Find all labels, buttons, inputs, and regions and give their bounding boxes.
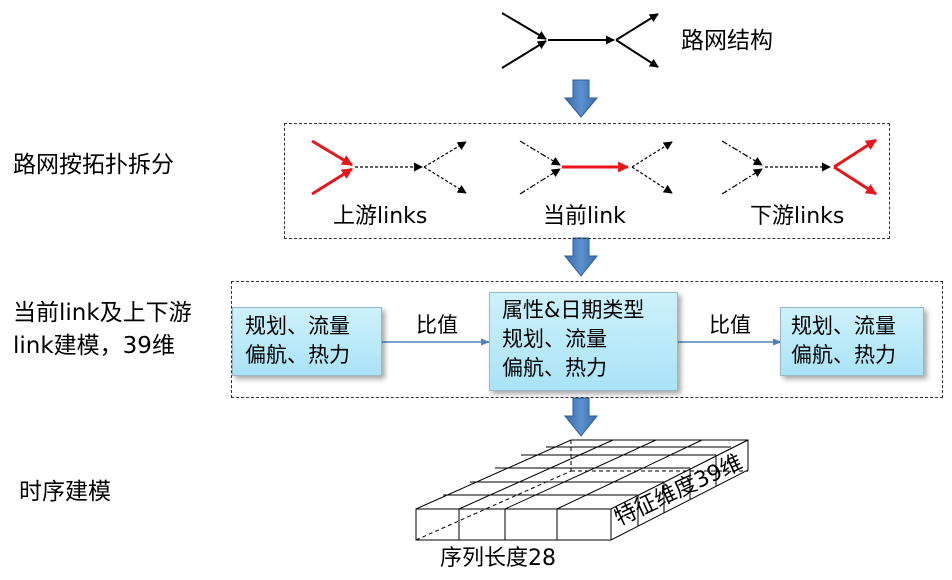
feature-model-panel bbox=[231, 281, 943, 398]
downstream-links-label: 下游links bbox=[750, 204, 845, 229]
downstream-links-graph bbox=[721, 138, 877, 196]
upstream-feature-box: 规划、流量 偏航、热力 bbox=[232, 307, 382, 376]
road-structure-label: 路网结构 bbox=[681, 28, 773, 54]
downstream-feature-line-1: 规划、流量 bbox=[791, 314, 896, 338]
current-feature-line-2: 规划、流量 bbox=[502, 326, 607, 351]
current-link-graph bbox=[519, 140, 673, 195]
sequence-tensor bbox=[415, 439, 749, 541]
downstream-feature-line-2: 偏航、热力 bbox=[791, 342, 896, 367]
stage-label-model-line2: link建模，39维 bbox=[13, 333, 175, 359]
stage-label-model-line1: 当前link及上下游 bbox=[13, 300, 192, 326]
current-feature-box: 属性&日期类型 规划、流量 偏航、热力 bbox=[489, 292, 678, 391]
upstream-links-label: 上游links bbox=[333, 204, 428, 229]
current-feature-line-3: 偏航、热力 bbox=[502, 355, 607, 380]
down-arrow-3 bbox=[563, 397, 599, 437]
current-feature-line-1: 属性&日期类型 bbox=[502, 298, 645, 322]
road-structure-graph bbox=[501, 12, 659, 69]
upstream-links-graph bbox=[311, 139, 467, 196]
stage-label-temporal: 时序建模 bbox=[19, 479, 111, 505]
current-link-label: 当前link bbox=[543, 204, 626, 229]
down-arrow-1 bbox=[563, 79, 599, 118]
left-ratio-label: 比值 bbox=[416, 313, 458, 337]
stage-label-split: 路网按拓扑拆分 bbox=[13, 152, 174, 178]
right-ratio-label: 比值 bbox=[709, 313, 751, 337]
down-arrow-2 bbox=[563, 237, 599, 277]
downstream-feature-box: 规划、流量 偏航、热力 bbox=[780, 307, 924, 376]
upstream-feature-line-2: 偏航、热力 bbox=[245, 342, 350, 367]
sequence-length-label: 序列长度28 bbox=[440, 546, 556, 571]
upstream-feature-line-1: 规划、流量 bbox=[245, 314, 350, 338]
topology-split-panel bbox=[284, 123, 890, 239]
